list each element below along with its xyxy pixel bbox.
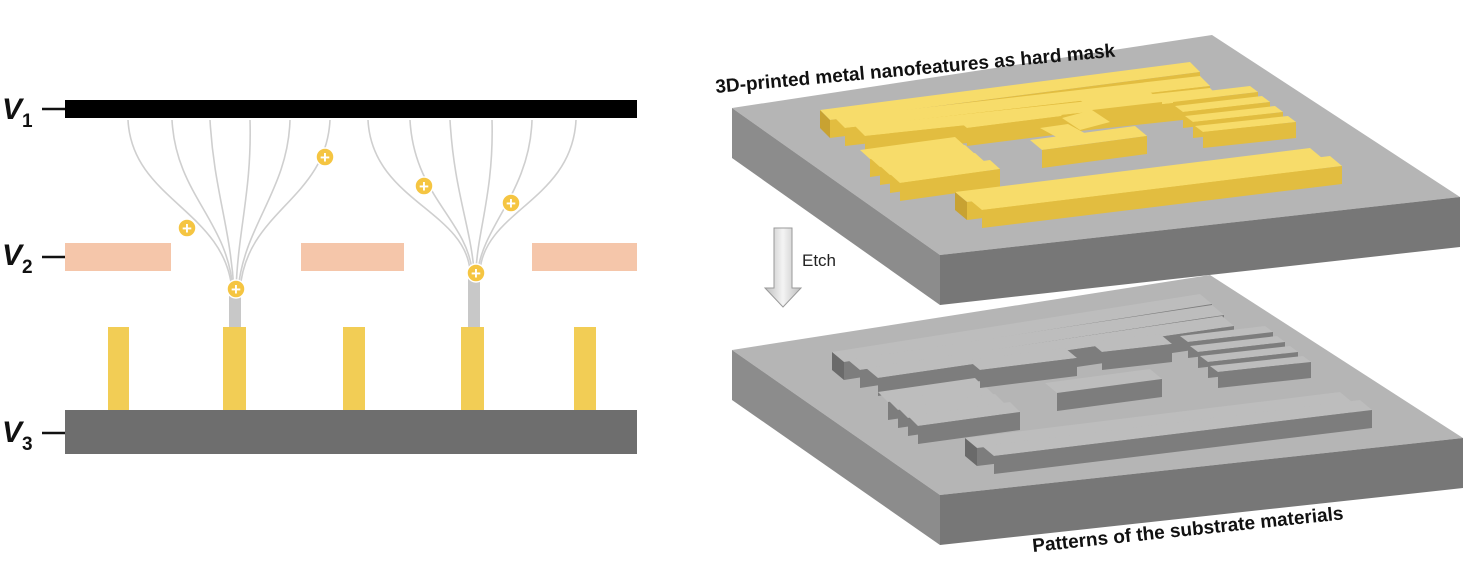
voltage-main: V xyxy=(2,239,25,272)
svg-text:V2: V2 xyxy=(2,239,33,278)
gold-pillar xyxy=(343,327,365,410)
svg-text:V1: V1 xyxy=(2,93,33,132)
gold-pillar xyxy=(223,327,246,410)
voltage-main: V xyxy=(2,93,25,126)
positive-ion-icon: + xyxy=(414,176,434,196)
positive-ion-icon: + xyxy=(501,193,521,213)
etch-arrow: Etch xyxy=(763,227,836,308)
field-lines-left-group xyxy=(127,119,331,291)
mid-electrode-segment xyxy=(65,243,171,271)
focusing-schematic: + + + + + + V1 xyxy=(2,93,637,455)
slab-front-face xyxy=(732,108,940,305)
ion-sign: + xyxy=(231,280,241,299)
voltage-label-v3: V3 xyxy=(2,416,65,455)
svg-text:V3: V3 xyxy=(2,416,33,455)
voltage-sub: 3 xyxy=(22,434,33,455)
gold-pillar xyxy=(574,327,596,410)
etched-features xyxy=(832,294,1372,474)
mid-electrode-segment xyxy=(532,243,637,271)
voltage-label-v2: V2 xyxy=(2,239,65,278)
gold-pillar xyxy=(108,327,129,410)
etch-label: Etch xyxy=(802,251,836,270)
gold-pillar xyxy=(461,327,484,410)
top-electrode xyxy=(65,100,637,118)
focused-beam-right xyxy=(468,268,480,330)
voltage-main: V xyxy=(2,416,25,449)
slab-front-face xyxy=(732,350,940,545)
positive-ion-icon: + xyxy=(177,218,197,238)
gold-mask-features xyxy=(820,62,1342,228)
ion-markers: + + + + + + xyxy=(177,147,521,299)
positive-ion-icon: + xyxy=(226,279,246,299)
voltage-label-v1: V1 xyxy=(2,93,65,132)
ion-sign: + xyxy=(182,219,192,238)
ion-sign: + xyxy=(506,194,516,213)
substrate xyxy=(65,410,637,454)
slab-right-face xyxy=(940,197,1460,305)
positive-ion-icon: + xyxy=(466,263,486,283)
ion-sign: + xyxy=(419,177,429,196)
voltage-sub: 2 xyxy=(22,257,33,278)
positive-ion-icon: + xyxy=(315,147,335,167)
down-arrow-icon xyxy=(763,227,803,308)
mid-electrode-segment xyxy=(301,243,404,271)
ion-sign: + xyxy=(320,148,330,167)
slab-right-face xyxy=(940,438,1463,545)
ion-sign: + xyxy=(471,264,481,283)
field-lines-right-group xyxy=(367,119,577,271)
voltage-sub: 1 xyxy=(22,111,33,132)
